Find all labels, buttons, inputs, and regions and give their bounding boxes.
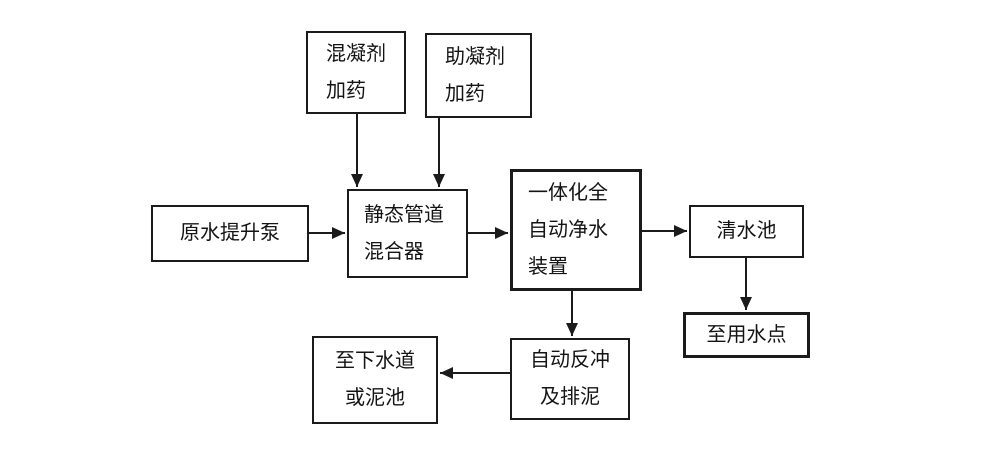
node-auto-backwash-sludge-label: 自动反冲 及排泥	[530, 349, 610, 408]
node-static-pipe-mixer: 静态管道 混合器	[347, 189, 468, 278]
node-to-sewer-or-mud-pool: 至下水道 或泥池	[312, 336, 438, 424]
node-static-pipe-mixer-label: 静态管道 混合器	[364, 203, 444, 263]
node-to-sewer-or-mud-pool-label: 至下水道 或泥池	[335, 350, 415, 409]
node-raw-water-lift-pump: 原水提升泵	[151, 205, 309, 262]
node-auto-backwash-sludge: 自动反冲 及排泥	[510, 338, 630, 420]
node-clean-water-tank: 清水池	[689, 205, 804, 258]
node-coagulant-dosing: 混凝剂 加药	[306, 31, 406, 114]
node-coagulant-dosing-label: 混凝剂 加药	[326, 42, 386, 102]
node-coagulant-aid-dosing: 助凝剂 加药	[425, 33, 532, 118]
node-raw-water-lift-pump-label: 原水提升泵	[180, 222, 280, 244]
node-clean-water-tank-label: 清水池	[716, 220, 777, 242]
node-to-water-use-point-label: 至用水点	[706, 323, 787, 346]
node-to-water-use-point: 至用水点	[683, 312, 810, 358]
node-coagulant-aid-dosing-label: 助凝剂 加药	[445, 45, 505, 105]
node-integrated-auto-purifier: 一体化全 自动净水 装置	[510, 169, 642, 291]
node-integrated-auto-purifier-label: 一体化全 自动净水 装置	[528, 181, 608, 278]
